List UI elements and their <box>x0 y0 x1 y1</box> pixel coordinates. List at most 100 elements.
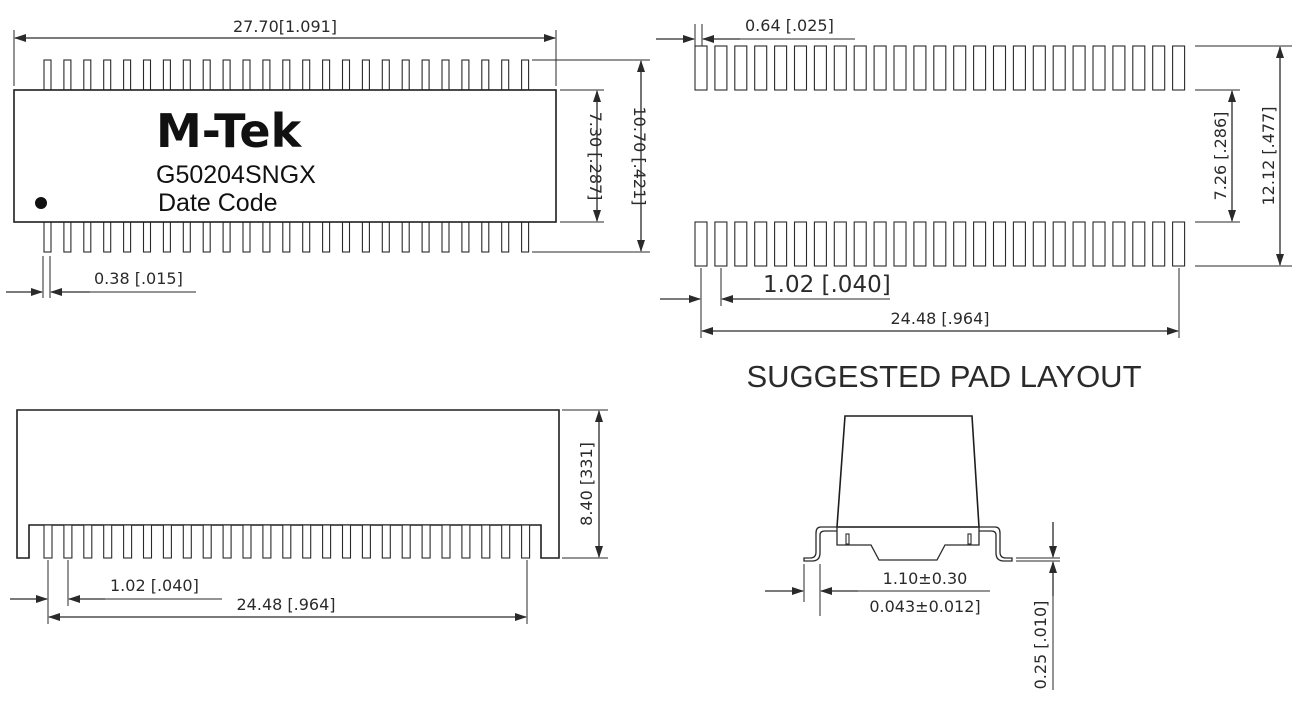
top-view: M-Tek G50204SNGX Date Code 27.70[1.091] … <box>6 17 650 298</box>
pad <box>1012 45 1026 91</box>
top-view-pins-lower <box>43 221 530 253</box>
top-view-pin <box>83 221 92 253</box>
top-view-pin <box>461 59 470 91</box>
top-view-pin <box>162 59 171 91</box>
pad <box>992 45 1007 91</box>
pad <box>1172 221 1186 267</box>
dim-pad-pitch-label: 1.02 [.040] <box>763 272 891 298</box>
dim-overall-width-label: 10.70 [.421] <box>630 107 649 206</box>
top-view-pin <box>421 221 430 253</box>
pad <box>774 221 788 267</box>
side-view-pin <box>202 524 212 559</box>
side-view-pin <box>341 524 352 559</box>
end-lead-right <box>979 526 1013 562</box>
pad <box>1172 45 1186 91</box>
side-view-pin <box>481 524 491 559</box>
pad <box>933 221 947 267</box>
pad <box>1052 45 1066 91</box>
side-view-pin <box>63 524 73 559</box>
pad <box>1032 45 1046 91</box>
pad <box>833 221 847 267</box>
dim-side-pitch-label: 1.02 [.040] <box>110 576 199 595</box>
top-view-pin <box>43 221 52 253</box>
dim-lead-width-label: 0.38 [.015] <box>94 269 183 288</box>
top-view-pin <box>103 59 112 91</box>
component-body <box>13 89 557 223</box>
pad <box>953 45 967 91</box>
end-view: 1.10±0.30 0.043±0.012] 0.25 [.010] <box>765 415 1060 690</box>
top-view-pin <box>162 221 171 253</box>
top-view-pin <box>182 221 191 253</box>
top-view-pin <box>381 59 390 91</box>
pad <box>893 45 907 91</box>
side-view-pin <box>521 524 531 559</box>
top-view-pin <box>341 59 351 91</box>
top-view-pin <box>123 59 132 91</box>
pad-row-upper <box>694 45 1186 91</box>
pad <box>953 221 967 267</box>
pad-row-lower <box>694 221 1186 267</box>
pad-layout: 0.64 [.025] 7.26 [.286] 12.12 [.477] 1.0… <box>656 16 1292 394</box>
top-view-pin <box>202 59 211 91</box>
side-view-pin <box>381 524 391 559</box>
pad <box>913 45 927 91</box>
side-view-pin <box>441 524 451 559</box>
top-view-pin <box>103 221 112 253</box>
pad <box>1152 45 1166 91</box>
pad <box>893 221 907 267</box>
side-view-pin <box>222 524 232 559</box>
pad <box>833 45 847 91</box>
pad <box>754 221 768 267</box>
side-view-pins <box>43 524 531 559</box>
pad <box>992 221 1007 267</box>
top-view-pin <box>461 221 470 253</box>
top-view-pin <box>202 221 211 253</box>
side-view-pin <box>282 524 292 559</box>
pad <box>1072 221 1086 267</box>
pin1-marker <box>35 197 47 209</box>
side-view-pin <box>162 524 172 559</box>
pad <box>873 45 887 91</box>
dim-body-width-label: 7.30 [.287] <box>586 112 605 201</box>
dim-side-span-label: 24.48 [.964] <box>237 595 336 614</box>
top-view-pin <box>521 221 530 253</box>
end-body-outline <box>836 415 980 528</box>
side-view-pin <box>83 524 93 559</box>
top-view-pin <box>341 221 351 253</box>
side-view-pin <box>302 524 312 559</box>
top-view-pin <box>401 221 410 253</box>
top-view-pin <box>521 59 530 91</box>
top-view-pin <box>242 59 251 91</box>
side-view-pin <box>322 524 332 559</box>
pad <box>793 45 808 91</box>
dim-pad-span-label: 24.48 [.964] <box>891 309 990 328</box>
top-view-pins-upper <box>43 59 530 91</box>
side-view-pin <box>461 524 471 559</box>
dim-inner-gap-label: 7.26 [.286] <box>1211 112 1230 201</box>
top-view-pin <box>501 59 510 91</box>
date-code-label: Date Code <box>158 189 278 217</box>
side-view-pin <box>262 524 272 559</box>
pad <box>1032 221 1046 267</box>
top-view-pin <box>182 59 191 91</box>
top-view-pin <box>123 221 132 253</box>
top-view-pin <box>302 221 311 253</box>
brand-logo: M-Tek <box>156 104 303 158</box>
pad <box>933 45 947 91</box>
side-view-pin <box>43 524 53 559</box>
pad <box>813 221 827 267</box>
pad-layout-caption: SUGGESTED PAD LAYOUT <box>746 359 1141 394</box>
pad <box>813 45 827 91</box>
top-view-pin <box>262 221 271 253</box>
pad <box>694 45 708 91</box>
pad <box>1152 221 1166 267</box>
pad <box>1092 221 1106 267</box>
side-view-pin <box>401 524 411 559</box>
pad <box>1072 45 1086 91</box>
pad <box>714 221 728 267</box>
top-view-pin <box>441 59 450 91</box>
dim-height-label: 8.40 [331] <box>577 442 596 526</box>
top-view-pin <box>83 59 92 91</box>
top-view-pin <box>43 59 52 91</box>
